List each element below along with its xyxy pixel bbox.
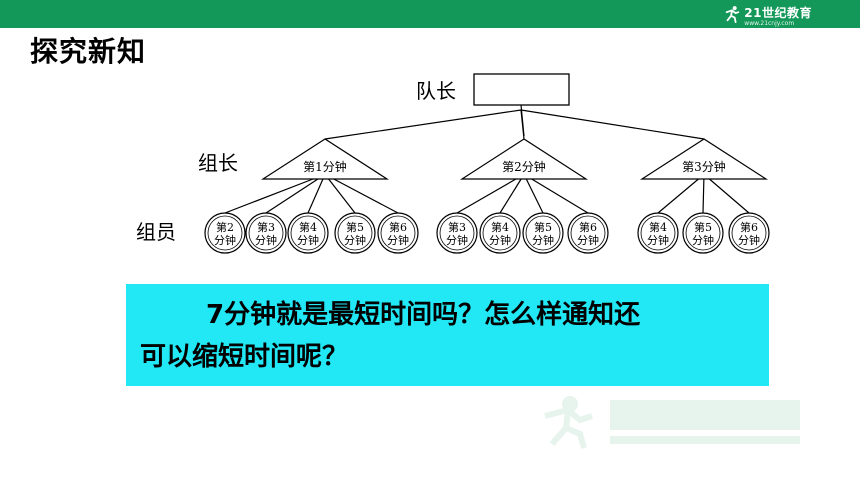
member-label-top: 第3 (448, 220, 466, 234)
captain-to-leader-line (324, 109, 522, 140)
member-label-top: 第5 (534, 220, 552, 234)
member-label-top: 第4 (649, 220, 667, 234)
leader-to-member-line (525, 178, 544, 214)
leader-to-member-line (265, 178, 319, 214)
member-label-bottom: 分钟 (214, 233, 236, 247)
member-label-top: 第4 (299, 220, 317, 234)
section-title: 探究新知 (30, 35, 147, 68)
notification-tree-diagram: 队长 组长 组员 第1分钟第2分钟第3分钟第4分钟第5分钟第6分钟第2分钟第3分… (136, 73, 770, 254)
member-label-top: 第6 (579, 220, 597, 234)
member-label-bottom: 分钟 (344, 233, 366, 247)
runner-logo-icon (725, 6, 740, 23)
member-label-bottom: 分钟 (738, 233, 760, 247)
member-node (204, 212, 246, 254)
member-node-inner-ring (482, 215, 518, 251)
member-label-top: 第2 (216, 220, 234, 234)
leader-to-member-line (709, 178, 750, 214)
member-label-bottom: 分钟 (532, 233, 554, 247)
member-node (287, 212, 329, 254)
label-group-leader: 组长 (198, 151, 238, 175)
member-label-top: 第5 (694, 220, 712, 234)
member-label-bottom: 分钟 (446, 233, 468, 247)
callout-line-1: 7分钟就是最短时间吗？怎么样通知还 (140, 294, 755, 336)
member-node-inner-ring (731, 215, 767, 251)
group-leader-label-2: 第2分钟 (502, 159, 546, 174)
logo: 21世纪教育 www.21cnjy.com (723, 4, 812, 27)
leader-to-member-line (499, 178, 522, 214)
member-label-bottom: 分钟 (692, 233, 714, 247)
leader-to-member-line (224, 178, 314, 214)
member-node-inner-ring (207, 215, 243, 251)
member-node (522, 212, 564, 254)
member-label-top: 第6 (740, 220, 758, 234)
leader-to-member-line (456, 178, 517, 214)
captain-to-leader-line (520, 109, 525, 140)
group-leader-node-1 (260, 138, 390, 180)
member-node (637, 212, 679, 254)
leader-to-member-line (333, 178, 399, 214)
member-label-bottom: 分钟 (255, 233, 277, 247)
member-node (334, 212, 376, 254)
callout-line-2: 可以缩短时间呢？ (140, 342, 349, 372)
question-callout: 7分钟就是最短时间吗？怎么样通知还 可以缩短时间呢？ (126, 284, 769, 386)
logo-text: 21世纪教育 (744, 5, 812, 20)
member-node-inner-ring (290, 215, 326, 251)
group-leader-node-3 (639, 138, 769, 180)
label-captain: 队长 (416, 79, 456, 103)
member-label-top: 第4 (491, 220, 509, 234)
member-label-bottom: 分钟 (297, 233, 319, 247)
leader-to-member-line (657, 178, 699, 214)
member-node (436, 212, 478, 254)
member-node-inner-ring (439, 215, 475, 251)
member-node-inner-ring (640, 215, 676, 251)
member-node (728, 212, 770, 254)
member-node (245, 212, 287, 254)
member-node (682, 212, 724, 254)
captain-box (473, 73, 570, 106)
member-label-top: 第6 (389, 220, 407, 234)
member-label-top: 第3 (257, 220, 275, 234)
leader-to-member-line (531, 178, 589, 214)
member-label-bottom: 分钟 (647, 233, 669, 247)
member-label-bottom: 分钟 (577, 233, 599, 247)
group-leader-node-2 (459, 138, 589, 180)
member-node-inner-ring (685, 215, 721, 251)
member-node (567, 212, 609, 254)
callout-text-1: 7分钟就是最短时间吗？怎么样通知还 (206, 300, 641, 330)
member-node-inner-ring (570, 215, 606, 251)
leader-to-member-line (328, 178, 356, 214)
leader-to-member-line (702, 178, 705, 214)
member-node-inner-ring (380, 215, 416, 251)
member-label-bottom: 分钟 (387, 233, 409, 247)
member-node (479, 212, 521, 254)
group-leader-label-3: 第3分钟 (682, 159, 726, 174)
label-members: 组员 (136, 220, 176, 244)
member-node-inner-ring (337, 215, 373, 251)
member-label-top: 第5 (346, 220, 364, 234)
member-node-inner-ring (525, 215, 561, 251)
member-node (377, 212, 419, 254)
leader-to-member-line (307, 178, 324, 214)
group-leader-label-1: 第1分钟 (303, 159, 347, 174)
watermark-logo-icon (544, 396, 800, 449)
captain-to-leader-line (520, 109, 705, 140)
member-node-inner-ring (248, 215, 284, 251)
top-bar: 21世纪教育 www.21cnjy.com (0, 0, 860, 28)
logo-subtext: www.21cnjy.com (744, 19, 795, 27)
member-label-bottom: 分钟 (489, 233, 511, 247)
